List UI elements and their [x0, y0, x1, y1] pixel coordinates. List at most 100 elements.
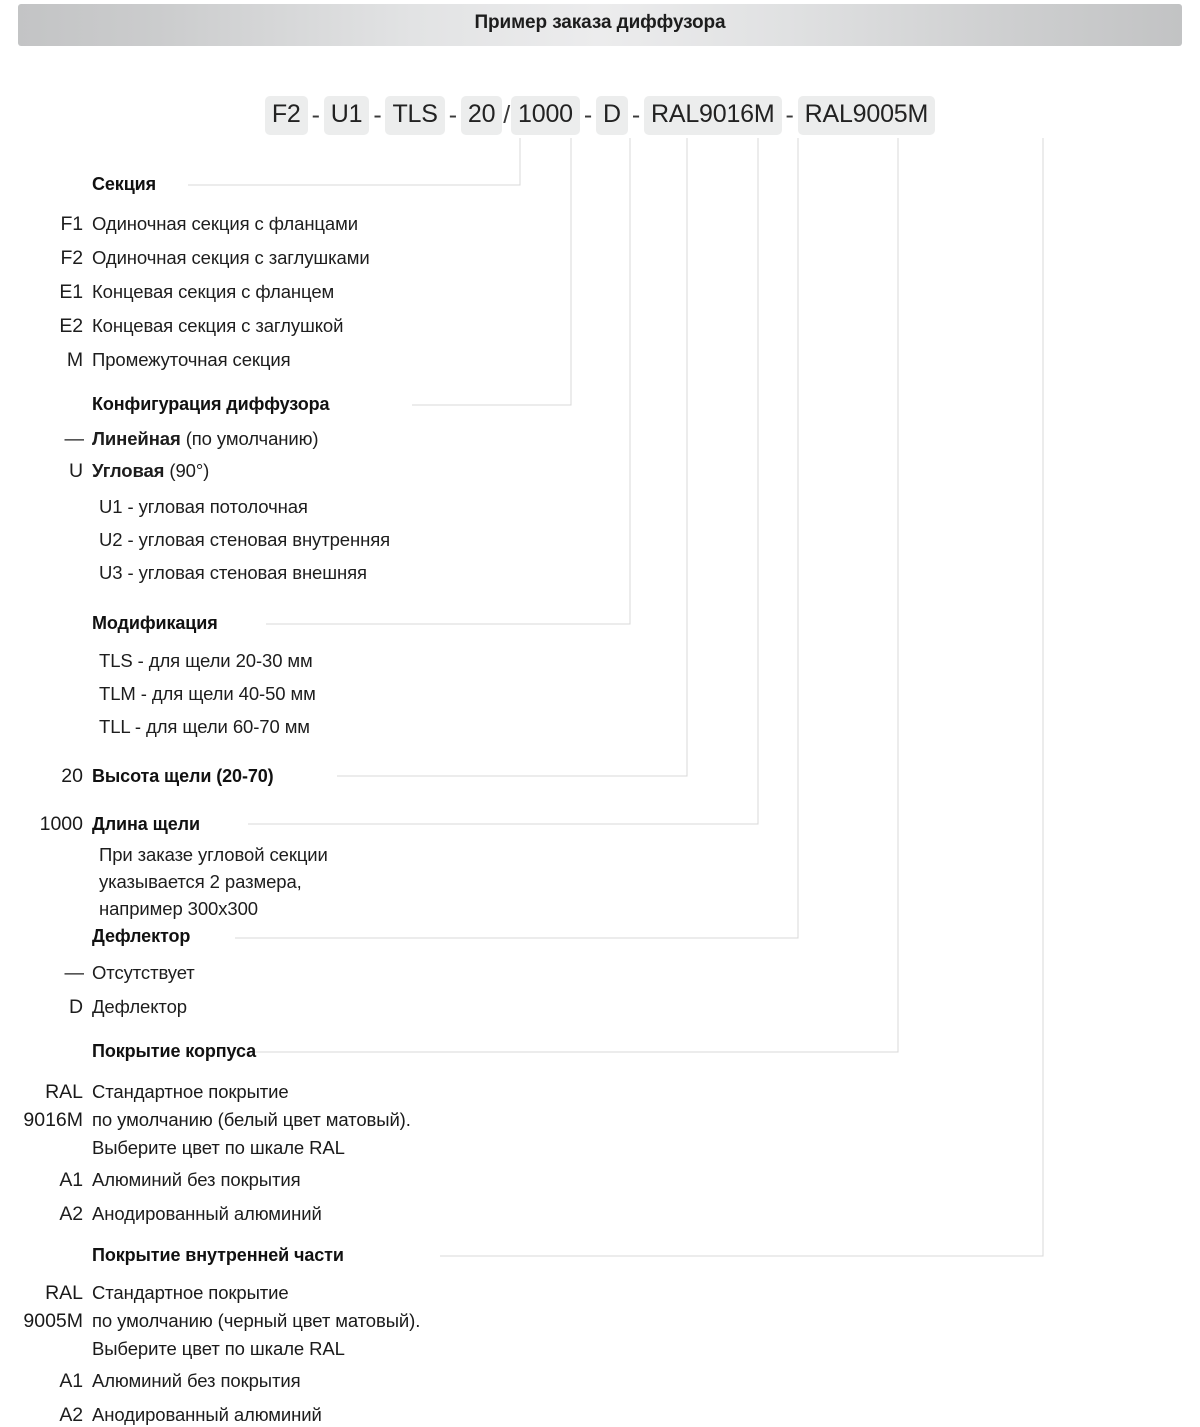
code-chip-config[interactable]: U1	[323, 96, 370, 135]
page-title: Пример заказа диффузора	[474, 12, 726, 33]
list-item: E2 Концевая секция с заглушкой	[0, 315, 620, 338]
option-code: F2	[60, 247, 83, 269]
code-chip-height[interactable]: 20	[460, 96, 503, 135]
sub-option: U3 - угловая стеновая внешняя	[99, 562, 367, 583]
length-note: При заказе угловой секции указывается 2 …	[99, 844, 328, 919]
option-code: D	[69, 996, 83, 1018]
option-label: Алюминий без покрытия	[92, 1370, 301, 1391]
code-separator: -	[785, 101, 794, 129]
group-deflector-title: Дефлектор	[92, 926, 191, 946]
code-chip-modification[interactable]: TLS	[385, 96, 445, 135]
code-chip-inner-coating[interactable]: RAL9005M	[797, 96, 936, 135]
group-height: 20 Высота щели (20-70)	[0, 765, 620, 788]
group-config-header: Конфигурация диффузора	[0, 394, 620, 415]
group-body-coating-header: Покрытие корпуса	[0, 1041, 700, 1062]
list-item: A2 Анодированный алюминий	[0, 1404, 700, 1427]
group-height-title: Высота щели (20-70)	[92, 766, 274, 786]
group-modification-title: Модификация	[92, 613, 218, 633]
order-code: F2 - U1 - TLS - 20 / 1000 - D - RAL9016M…	[0, 96, 1200, 135]
list-item: D Дефлектор	[0, 996, 620, 1019]
option-label: Алюминий без покрытия	[92, 1169, 301, 1190]
group-length-title: Длина щели	[92, 814, 200, 834]
code-chip-section[interactable]: F2	[264, 96, 308, 135]
group-length: 1000 Длина щели При заказе угловой секци…	[0, 813, 620, 922]
option-code: —	[64, 962, 85, 984]
group-deflector-header: Дефлектор	[0, 926, 620, 947]
code-separator: -	[631, 101, 641, 129]
option-label: Анодированный алюминий	[92, 1404, 322, 1425]
inner-coating-note: Стандартное покрытие по умолчанию (черны…	[92, 1282, 421, 1359]
code-separator: -	[373, 101, 382, 129]
sub-option: U2 - угловая стеновая внутренняя	[99, 529, 391, 550]
list-item: F2 Одиночная секция с заглушками	[0, 247, 620, 270]
inner-coating-default: RAL 9005M Стандартное покрытие по умолча…	[0, 1279, 700, 1363]
list-item: M Промежуточная секция	[0, 349, 620, 372]
sub-option: TLL - для щели 60-70 мм	[99, 716, 310, 737]
group-inner-coating-title: Покрытие внутренней части	[92, 1245, 344, 1265]
option-label-extra: (по умолчанию)	[180, 428, 319, 449]
option-code: U	[69, 460, 83, 482]
option-code-line1: RAL	[45, 1282, 83, 1304]
group-deflector: Дефлектор — Отсутствует D Дефлектор	[0, 926, 620, 1019]
option-code-line2: 9005M	[23, 1310, 83, 1332]
sub-option: U1 - угловая потолочная	[99, 496, 308, 517]
option-label: Концевая секция с фланцем	[92, 281, 335, 302]
option-label: Концевая секция с заглушкой	[92, 315, 344, 336]
option-label: Дефлектор	[92, 996, 187, 1017]
option-code: A1	[59, 1370, 83, 1392]
title-bar	[18, 4, 1182, 46]
group-modification: Модификация TLS - для щели 20-30 мм TLM …	[0, 613, 620, 738]
group-section-header: Секция	[0, 174, 620, 195]
option-label: Линейная	[92, 428, 181, 449]
list-item: A2 Анодированный алюминий	[0, 1203, 700, 1226]
option-code-line2: 9016M	[23, 1109, 83, 1131]
group-modification-header: Модификация	[0, 613, 620, 634]
option-label: Одиночная секция с заглушками	[92, 247, 370, 268]
option-label: Угловая	[92, 460, 165, 481]
option-code: M	[66, 349, 83, 371]
option-label-extra: (90°)	[164, 460, 210, 481]
group-length-header: 1000 Длина щели	[0, 813, 620, 836]
group-height-header: 20 Высота щели (20-70)	[0, 765, 620, 788]
code-separator: -	[583, 101, 593, 129]
group-section: Секция F1 Одиночная секция с фланцами F2…	[0, 174, 620, 372]
option-code: 1000	[39, 813, 83, 835]
option-code: E1	[59, 281, 83, 303]
code-separator: -	[448, 101, 457, 129]
body-coating-default: RAL 9016M Стандартное покрытие по умолча…	[0, 1078, 700, 1162]
group-body-coating: Покрытие корпуса RAL 9016M Стандартное п…	[0, 1041, 700, 1226]
option-code: E2	[59, 315, 83, 337]
sub-option: TLM - для щели 40-50 мм	[99, 683, 316, 704]
group-config-title: Конфигурация диффузора	[92, 394, 330, 414]
group-inner-coating-header: Покрытие внутренней части	[0, 1245, 700, 1266]
list-item: A1 Алюминий без покрытия	[0, 1370, 700, 1393]
list-item: E1 Концевая секция с фланцем	[0, 281, 620, 304]
option-code: A1	[59, 1169, 83, 1191]
list-item: U Угловая (90°)	[0, 460, 620, 483]
body-coating-note: Стандартное покрытие по умолчанию (белый…	[92, 1081, 411, 1158]
option-code: —	[64, 428, 85, 450]
code-chip-deflector[interactable]: D	[596, 96, 628, 135]
list-item: A1 Алюминий без покрытия	[0, 1169, 700, 1192]
group-section-title: Секция	[92, 174, 157, 194]
code-chip-body-coating[interactable]: RAL9016M	[644, 96, 782, 135]
code-chip-length[interactable]: 1000	[511, 96, 580, 135]
option-code-line1: RAL	[45, 1081, 83, 1103]
group-body-coating-title: Покрытие корпуса	[92, 1041, 257, 1061]
option-label: Отсутствует	[92, 962, 195, 983]
code-separator: -	[311, 101, 320, 129]
list-item: — Линейная (по умолчанию)	[0, 428, 620, 451]
group-config: Конфигурация диффузора — Линейная (по ум…	[0, 394, 620, 584]
sub-option: TLS - для щели 20-30 мм	[99, 650, 313, 671]
option-code: F1	[60, 213, 83, 235]
list-item: F1 Одиночная секция с фланцами	[0, 213, 620, 236]
list-item: — Отсутствует	[0, 962, 620, 985]
code-separator-slash: /	[503, 101, 511, 129]
option-code: A2	[59, 1203, 83, 1225]
option-code: A2	[59, 1404, 83, 1426]
option-label: Анодированный алюминий	[92, 1203, 322, 1224]
option-label: Промежуточная секция	[92, 349, 291, 370]
group-inner-coating: Покрытие внутренней части RAL 9005M Стан…	[0, 1245, 700, 1427]
option-label: Одиночная секция с фланцами	[92, 213, 358, 234]
option-code: 20	[61, 765, 83, 787]
